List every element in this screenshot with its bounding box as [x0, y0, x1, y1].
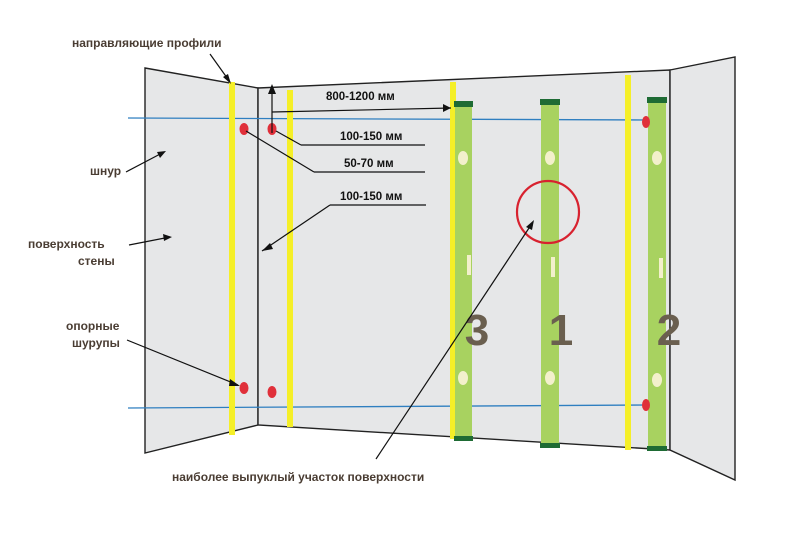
leader-line [128, 236, 171, 246]
level-1 [540, 99, 560, 448]
dimension-offset-top: 100-150 мм [340, 131, 402, 143]
level-bubble [652, 373, 662, 387]
level-2 [647, 97, 667, 451]
support-screw [239, 123, 249, 135]
guide-profile [287, 90, 293, 427]
level-number-3: 3 [465, 306, 489, 355]
dimension-corner-gap: 50-70 мм [344, 158, 394, 170]
dimension-line [271, 107, 452, 113]
dimension-offset-side: 100-150 мм [340, 191, 402, 203]
leader-line [375, 221, 534, 460]
level-bubble [545, 371, 555, 385]
level-bubble [458, 371, 468, 385]
bottom-cord [127, 404, 651, 409]
leader-line [125, 151, 165, 173]
level-bubble [458, 151, 468, 165]
right-wall [669, 56, 736, 482]
label-support-screws: опорные [66, 319, 120, 333]
support-screw [267, 386, 277, 398]
leader-line [275, 130, 302, 146]
guide-profile [229, 82, 235, 435]
guide-profile [625, 75, 631, 450]
convex-area-circle [515, 179, 581, 245]
level-3 [454, 101, 473, 441]
level-bubble [652, 151, 662, 165]
level-bubble [545, 151, 555, 165]
label-wall-surface: стены [78, 254, 115, 268]
label-guide-profiles: направляющие профили [72, 36, 222, 50]
leader-line [261, 204, 331, 252]
guide-profile [450, 82, 456, 439]
leader-line [245, 130, 315, 173]
label-support-screws: шурупы [72, 336, 120, 350]
top-cord [127, 117, 651, 121]
label-wall-surface: поверхность [28, 237, 105, 251]
dimension-profile-spacing: 800-1200 мм [326, 91, 395, 103]
leader-line [126, 339, 239, 386]
support-screw [642, 116, 650, 128]
support-screw [642, 399, 650, 411]
label-most-convex: наиболее выпуклый участок поверхности [172, 470, 424, 484]
level-number-1: 1 [549, 306, 573, 355]
level-number-2: 2 [657, 306, 681, 355]
label-cord: шнур [90, 164, 121, 178]
support-screw [239, 382, 249, 394]
